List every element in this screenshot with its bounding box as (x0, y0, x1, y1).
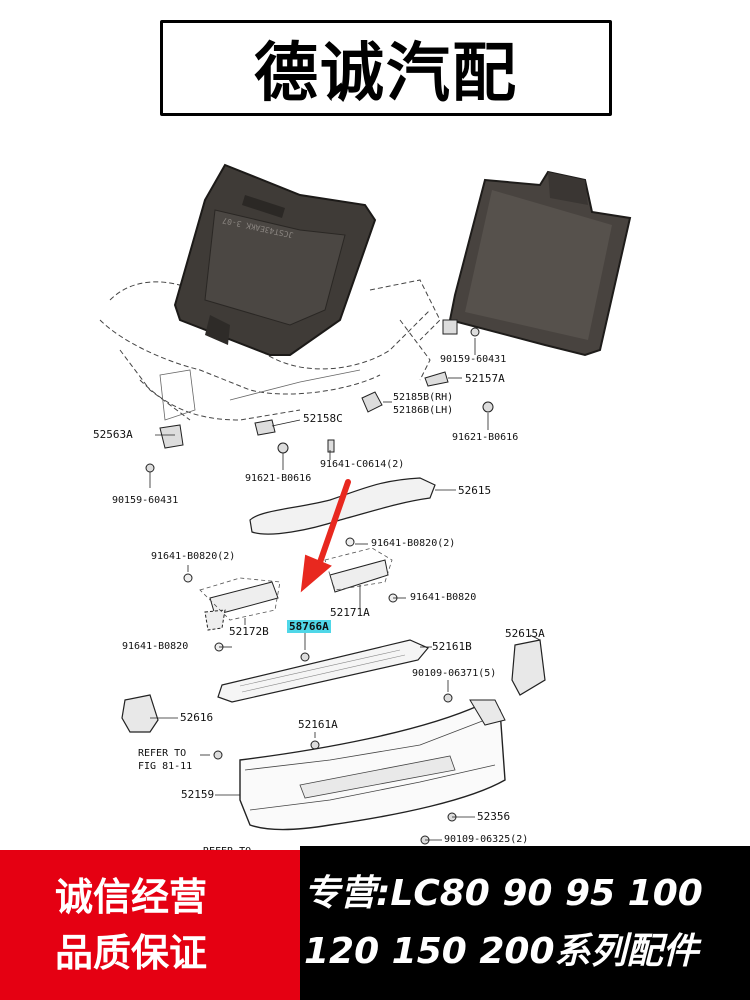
label-52161B: 52161B (432, 640, 472, 653)
label-refer-to-1: REFER TO (138, 748, 187, 759)
label-90159-60431-left: 90159-60431 (112, 495, 179, 506)
label-52185B: 52185B(RH) (393, 392, 454, 403)
label-90159-60431-top: 90159-60431 (440, 354, 507, 365)
promo-banner-left: 诚信经营 品质保证 (0, 850, 300, 1000)
promo-banner-right: 专营:LC80 90 95 100 120 150 200系列配件 (300, 846, 750, 1000)
label-52615: 52615 (458, 484, 492, 497)
part-photo-right (448, 170, 632, 357)
diagram-drawing: JCST43EAKK 3-07 (99, 163, 632, 845)
label-91621-B0616-left: 91621-B0616 (245, 473, 312, 484)
leader-lines (149, 338, 541, 841)
part-photo-left: JCST43EAKK 3-07 (173, 163, 377, 356)
label-52157A: 52157A (465, 372, 505, 385)
label-52356: 52356 (477, 810, 511, 823)
label-91641-B0820-2a: 91641-B0820(2) (151, 551, 236, 562)
clip-58766A (300, 652, 310, 662)
label-52161A: 52161A (298, 718, 338, 731)
banner-left-line2: 品质保证 (55, 931, 208, 975)
page-title: 德诚汽配 (254, 37, 518, 111)
banner-left-line1: 诚信经营 (55, 875, 208, 919)
label-52186B: 52186B(LH) (393, 405, 454, 416)
parts-diagram: JCST43EAKK 3-07 (0, 120, 750, 857)
label-91641-C0614: 91641-C0614(2) (320, 459, 405, 470)
label-52158C: 52158C (303, 412, 343, 425)
label-91641-B0820-right: 91641-B0820 (410, 592, 477, 603)
label-52563A: 52563A (93, 428, 133, 441)
side-piece-52615A (511, 639, 546, 696)
rear-bumper-52159 (239, 699, 506, 831)
red-pointer-arrow (300, 479, 351, 593)
label-fig-81-11: FIG 81-11 (138, 761, 193, 772)
step-pad-52161B (217, 639, 429, 703)
label-52616: 52616 (180, 711, 214, 724)
bracket-dashed-outline (199, 547, 393, 621)
label-58766A: 58766A (287, 620, 331, 633)
body-inner-lines (159, 369, 361, 421)
bracket-parts (183, 537, 398, 652)
label-52171A: 52171A (330, 606, 370, 619)
label-52159: 52159 (181, 788, 215, 801)
label-91641-B0820-left: 91641-B0820 (122, 641, 189, 652)
label-90109-06325: 90109-06325(2) (444, 834, 529, 845)
side-piece-52616 (121, 694, 159, 733)
label-52615A: 52615A (505, 627, 545, 640)
label-90109-06371: 90109-06371(5) (412, 668, 497, 679)
title-box: 德诚汽配 (160, 20, 612, 116)
banner-right-line2: 120 150 200系列配件 (304, 931, 699, 972)
vehicle-body-outline (99, 279, 441, 421)
label-91641-B0820-2b: 91641-B0820(2) (371, 538, 456, 549)
label-91621-B0616-right: 91621-B0616 (452, 432, 519, 443)
label-52172B: 52172B (229, 625, 269, 638)
small-parts (145, 319, 494, 473)
banner-right-line1: 专营:LC80 90 95 100 (304, 873, 703, 914)
